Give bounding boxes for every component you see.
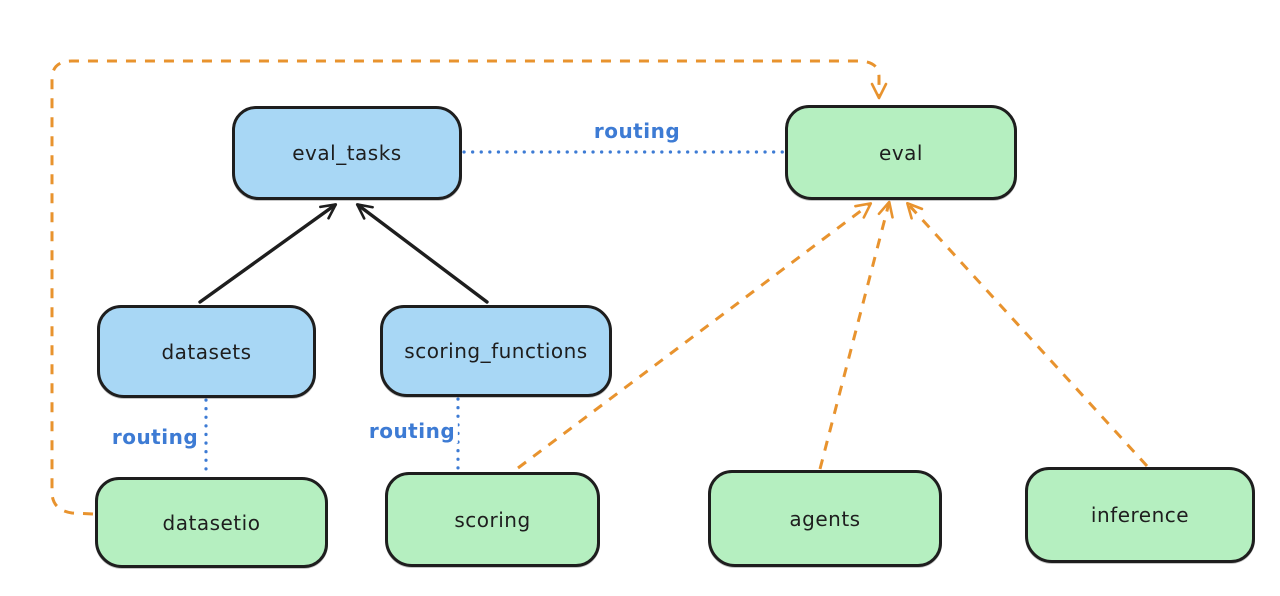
edge-datasets-to-eval_tasks xyxy=(198,203,338,304)
node-agents: agents xyxy=(708,470,942,567)
node-scoring: scoring xyxy=(385,472,600,567)
node-inference: inference xyxy=(1025,467,1255,563)
edge-scoring_functions-to-eval_tasks xyxy=(355,203,489,304)
node-eval-tasks-label: eval_tasks xyxy=(292,141,402,165)
edge-label-routing-top: routing xyxy=(590,119,684,143)
edge-label-routing-scoring: routing xyxy=(365,419,459,443)
node-datasets: datasets xyxy=(97,305,316,398)
node-datasetio: datasetio xyxy=(95,477,328,568)
node-eval-label: eval xyxy=(879,140,923,165)
node-datasets-label: datasets xyxy=(161,339,252,364)
node-scoring-functions-label: scoring_functions xyxy=(404,339,588,363)
edge-agents-to-eval xyxy=(818,200,894,470)
node-eval: eval xyxy=(785,105,1017,200)
edge-label-routing-datasetio: routing xyxy=(108,425,202,449)
node-agents-label: agents xyxy=(789,506,861,531)
node-scoring-label: scoring xyxy=(454,507,531,532)
edge-inference-to-eval xyxy=(906,201,1149,468)
node-inference-label: inference xyxy=(1090,503,1190,527)
node-datasetio-label: datasetio xyxy=(162,510,261,535)
node-eval-tasks: eval_tasks xyxy=(232,106,462,200)
node-scoring-functions: scoring_functions xyxy=(380,305,612,397)
